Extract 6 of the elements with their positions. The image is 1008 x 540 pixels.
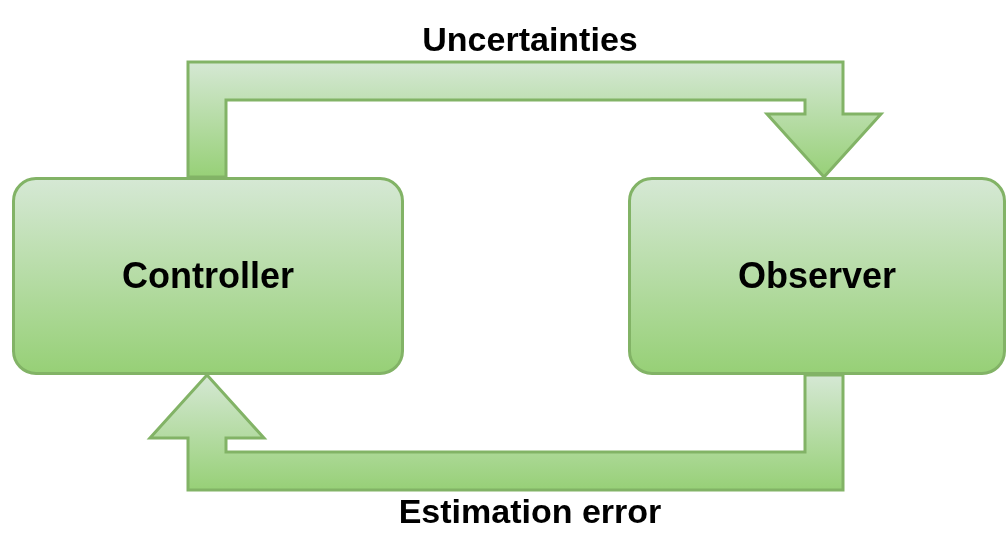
block-arrow	[146, 372, 845, 492]
node-label: Observer	[737, 255, 897, 297]
process-box	[628, 177, 1006, 375]
node-label: Controller	[122, 255, 294, 297]
block-arrow	[186, 60, 885, 180]
process-box	[12, 177, 404, 375]
